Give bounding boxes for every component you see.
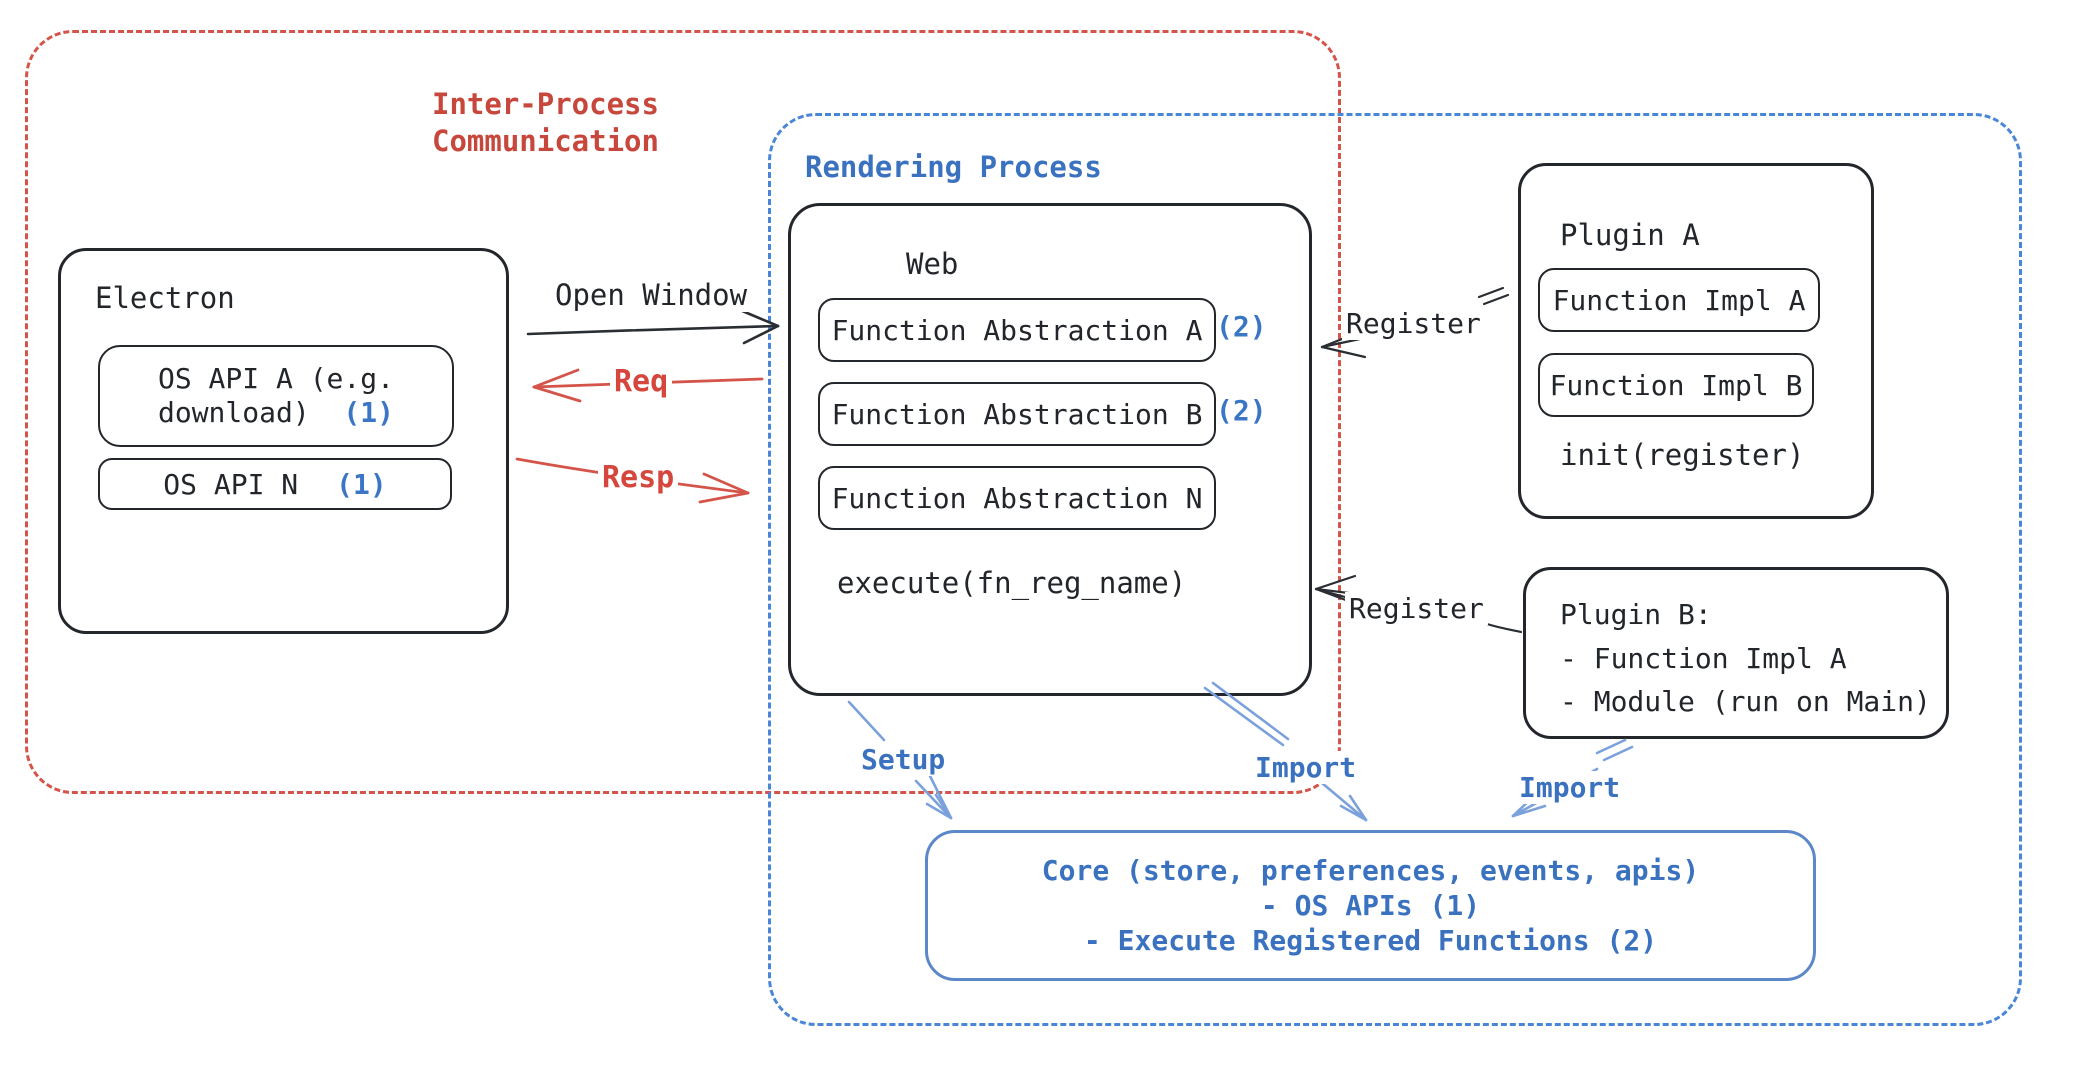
ipc-label-line1: Inter-Process <box>432 87 659 121</box>
execute-call-label: execute(fn_reg_name) <box>837 566 1187 600</box>
open-window-label: Open Window <box>551 278 752 312</box>
plugin-b-box <box>1523 567 1949 739</box>
os-api-a-line2: download) (1) <box>157 396 394 429</box>
os-api-a-badge: (1) <box>343 396 394 429</box>
init-register-label: init(register) <box>1560 438 1805 472</box>
rendering-process-label: Rendering Process <box>805 150 1102 184</box>
web-title: Web <box>906 247 959 281</box>
register-a-label: Register <box>1342 307 1485 340</box>
os-api-n-label: OS API N <box>163 467 299 501</box>
rendering-process-region-boundary <box>768 113 2022 1026</box>
ipc-label-line2: Communication <box>432 124 659 158</box>
function-abstraction-b-box: Function Abstraction B <box>818 382 1216 446</box>
core-os-apis-line: - OS APIs (1) <box>1260 889 1481 922</box>
function-abstraction-a-box: Function Abstraction A <box>818 298 1216 362</box>
os-api-n-badge: (1) <box>336 467 387 501</box>
function-impl-a-box: Function Impl A <box>1538 268 1820 332</box>
function-abstraction-a-badge: (2) <box>1216 310 1267 343</box>
web-box <box>788 203 1312 696</box>
core-title-line: Core (store, preferences, events, apis) <box>1041 854 1700 887</box>
os-api-a-box: OS API A (e.g. download) (1) <box>98 345 454 447</box>
os-api-a-line1: OS API A (e.g. <box>157 362 394 395</box>
ipc-region-boundary <box>25 30 1341 794</box>
register-b-label: Register <box>1345 592 1488 625</box>
import-plugin-label: Import <box>1515 771 1625 804</box>
electron-title: Electron <box>95 281 235 315</box>
function-abstraction-b-badge: (2) <box>1216 394 1267 427</box>
import-web-label: Import <box>1251 751 1361 784</box>
plugin-a-title: Plugin A <box>1560 218 1700 252</box>
plugin-b-module-line: - Module (run on Main) <box>1560 685 1931 718</box>
plugin-a-box <box>1518 163 1874 519</box>
req-label: Req <box>610 364 673 399</box>
core-execute-line: - Execute Registered Functions (2) <box>1083 924 1658 957</box>
function-abstraction-n-box: Function Abstraction N <box>818 466 1216 530</box>
resp-label: Resp <box>598 460 679 495</box>
os-api-n-box: OS API N (1) <box>98 458 452 510</box>
plugin-b-function-impl-line: - Function Impl A <box>1560 642 1847 675</box>
setup-label: Setup <box>857 743 950 776</box>
function-impl-b-box: Function Impl B <box>1538 353 1814 417</box>
plugin-b-title: Plugin B: <box>1560 598 1712 631</box>
core-box: Core (store, preferences, events, apis) … <box>925 830 1816 981</box>
